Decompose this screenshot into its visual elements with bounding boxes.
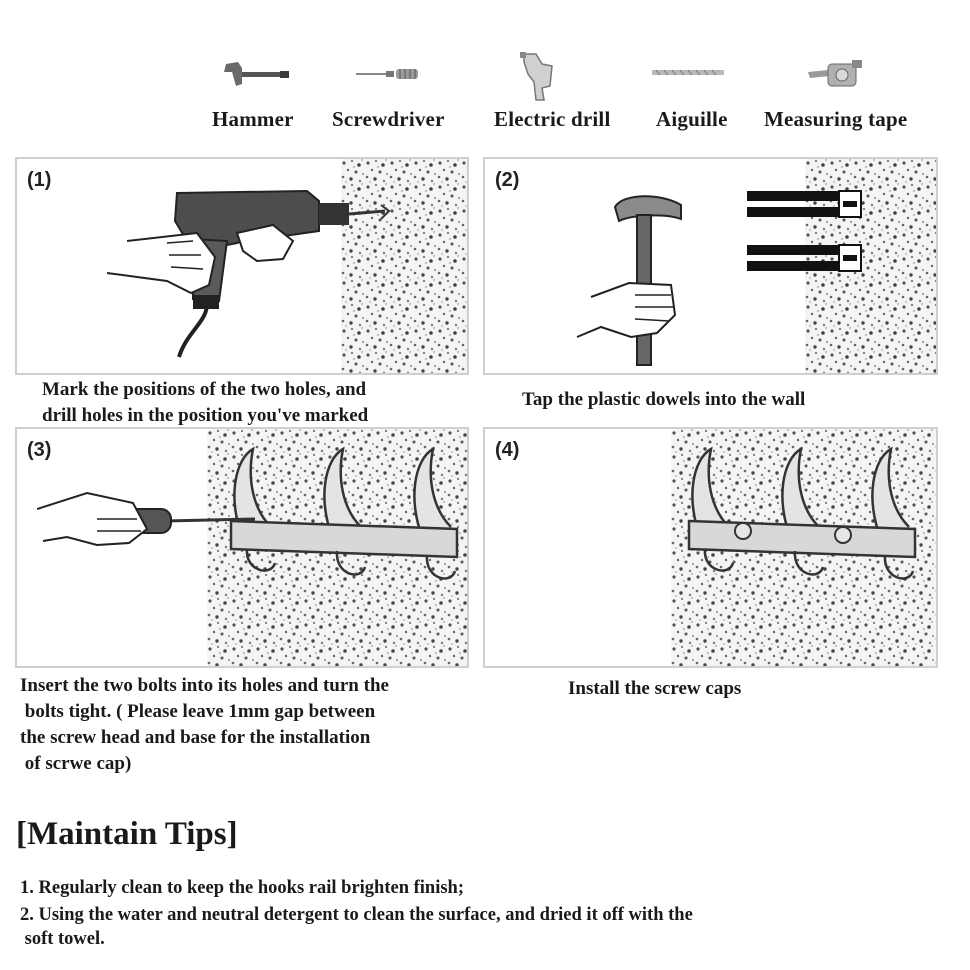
- step-1-number: (1): [27, 169, 52, 191]
- tool-label-aiguille: Aiguille: [656, 107, 728, 131]
- step-1-caption: Mark the positions of the two holes, and…: [42, 379, 369, 426]
- step-3-number: (3): [27, 439, 52, 461]
- step-4-caption: Install the screw caps: [568, 678, 742, 699]
- screwdriver-hand-illustration: [37, 491, 256, 547]
- step-2-number: (2): [495, 169, 520, 191]
- electric-drill-illustration: [106, 189, 391, 358]
- electric-drill-icon: [520, 52, 562, 104]
- tool-label-hammer: Hammer: [212, 107, 294, 131]
- tool-label-measuring-tape: Measuring tape: [764, 107, 908, 131]
- hook-rail-with-caps-illustration: [687, 447, 917, 580]
- hammer-icon: [222, 58, 290, 92]
- tool-label-screwdriver: Screwdriver: [332, 107, 445, 131]
- plastic-dowel-icon: [747, 190, 862, 218]
- step-2-caption: Tap the plastic dowels into the wall: [522, 389, 806, 410]
- maintain-tip-1: 1. Regularly clean to keep the hooks rai…: [20, 878, 465, 898]
- maintain-tip-2: 2. Using the water and neutral detergent…: [20, 905, 693, 949]
- step-2-panel: (2): [483, 157, 938, 375]
- screwdriver-icon: [356, 64, 422, 84]
- measuring-tape-icon: [808, 58, 864, 92]
- aiguille-icon: [652, 66, 726, 80]
- step-4-panel: (4): [483, 427, 938, 668]
- step-3-panel: (3): [15, 427, 469, 668]
- plastic-dowel-icon: [747, 244, 862, 272]
- tool-label-electric-drill: Electric drill: [494, 107, 611, 131]
- step-3-caption: Insert the two bolts into its holes and …: [20, 675, 389, 774]
- step-4-number: (4): [495, 439, 520, 461]
- hammer-illustration: [576, 195, 682, 366]
- concrete-wall: [341, 159, 467, 373]
- maintain-tips-title: [Maintain Tips]: [16, 816, 238, 852]
- step-1-panel: (1): [15, 157, 469, 375]
